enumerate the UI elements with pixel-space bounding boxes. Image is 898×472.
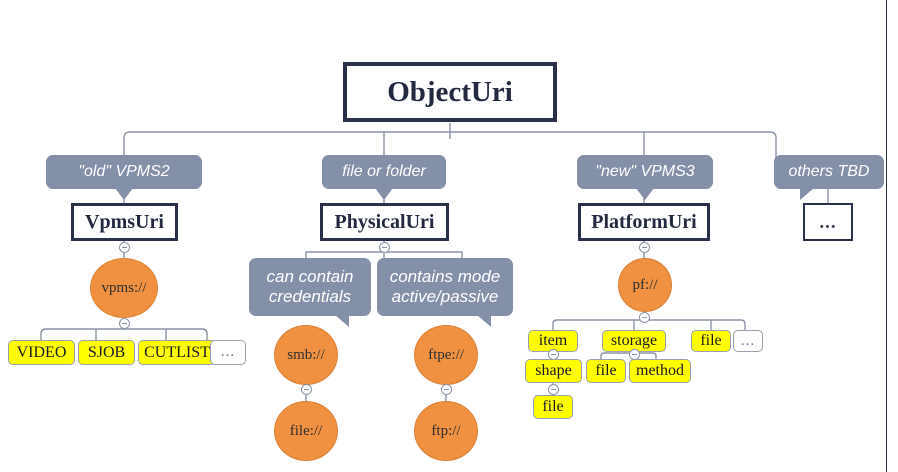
node-pf-scheme[interactable]: pf:// <box>618 258 672 312</box>
node-vpms-scheme-label: vpms:// <box>101 279 147 296</box>
leaf-method-label: method <box>636 362 684 379</box>
collapse-toggle-ftpe[interactable] <box>441 384 452 395</box>
node-ftpe-scheme[interactable]: ftpe:// <box>414 325 478 385</box>
node-ftpe-scheme-label: ftpe:// <box>428 346 464 363</box>
callout-tail-icon <box>115 188 133 200</box>
callout-tail-icon <box>636 188 654 200</box>
callout-file-or-folder[interactable]: file or folder <box>322 155 446 200</box>
node-object-uri[interactable]: ObjectUri <box>343 62 557 122</box>
leaf-cutlist[interactable]: CUTLIST <box>138 340 216 365</box>
node-physical-uri-label: PhysicalUri <box>334 211 435 233</box>
node-file-scheme-label: file:// <box>289 422 323 439</box>
node-vpms-scheme[interactable]: vpms:// <box>90 258 158 318</box>
leaf-file-pf-label: file <box>700 332 722 349</box>
callout-tail-icon <box>335 315 349 327</box>
node-platform-uri[interactable]: PlatformUri <box>578 203 710 241</box>
callout-tail-icon <box>375 188 393 200</box>
node-ftp-scheme[interactable]: ftp:// <box>414 401 478 461</box>
callout-mode-line2: active/passive <box>391 287 499 306</box>
collapse-toggle-platform-uri[interactable] <box>639 242 650 253</box>
node-others-placeholder[interactable]: ... <box>803 203 853 241</box>
leaf-vpms-more-label: ... <box>220 344 236 360</box>
leaf-sjob[interactable]: SJOB <box>78 340 135 365</box>
leaf-sjob-label: SJOB <box>87 343 126 361</box>
collapse-toggle-smb[interactable] <box>301 384 312 395</box>
node-file-scheme[interactable]: file:// <box>274 401 338 461</box>
collapse-toggle-vpms-uri[interactable] <box>119 242 130 253</box>
callout-old-vpms2[interactable]: "old" VPMS2 <box>46 155 202 200</box>
node-ftp-scheme-label: ftp:// <box>431 422 461 439</box>
leaf-pf-more[interactable]: ... <box>733 330 763 352</box>
node-others-placeholder-label: ... <box>819 211 837 233</box>
node-physical-uri[interactable]: PhysicalUri <box>320 203 449 241</box>
callout-new-vpms3-label: "new" VPMS3 <box>595 162 695 180</box>
node-smb-scheme-label: smb:// <box>287 346 325 363</box>
leaf-cutlist-label: CUTLIST <box>144 343 210 361</box>
callout-new-vpms3[interactable]: "new" VPMS3 <box>577 155 713 200</box>
callout-old-vpms2-label: "old" VPMS2 <box>78 162 170 180</box>
slide-right-edge <box>886 0 887 472</box>
leaf-video[interactable]: VIDEO <box>8 340 75 365</box>
callout-others-tbd-label: others TBD <box>788 162 870 180</box>
collapse-toggle-shape[interactable] <box>548 384 559 395</box>
leaf-shape-label: shape <box>535 362 572 379</box>
leaf-storage[interactable]: storage <box>602 330 666 352</box>
node-smb-scheme[interactable]: smb:// <box>274 325 338 385</box>
callout-contains-mode[interactable]: contains mode active/passive <box>377 258 513 327</box>
leaf-storage-label: storage <box>610 332 658 349</box>
collapse-toggle-physical-uri[interactable] <box>379 242 390 253</box>
callout-file-or-folder-label: file or folder <box>342 162 426 180</box>
node-object-uri-label: ObjectUri <box>387 75 513 108</box>
node-platform-uri-label: PlatformUri <box>591 211 697 233</box>
callout-mode-line1: contains mode <box>389 266 501 286</box>
callout-credentials-line2: credentials <box>268 287 352 306</box>
callout-can-contain-credentials[interactable]: can contain credentials <box>249 258 371 327</box>
leaf-item-label: item <box>538 332 568 349</box>
leaf-video-label: VIDEO <box>16 343 67 361</box>
callout-credentials-line1: can contain <box>266 266 354 286</box>
callout-others-tbd[interactable]: others TBD <box>774 155 884 200</box>
leaf-method[interactable]: method <box>629 359 691 383</box>
leaf-file-shape[interactable]: file <box>533 395 573 419</box>
collapse-toggle-vpms-scheme[interactable] <box>119 318 130 329</box>
callout-tail-icon <box>800 188 814 200</box>
callout-tail-icon <box>477 315 491 327</box>
leaf-shape[interactable]: shape <box>525 359 582 383</box>
node-vpms-uri-label: VpmsUri <box>85 211 164 233</box>
leaf-file-pf[interactable]: file <box>691 330 731 352</box>
node-pf-scheme-label: pf:// <box>632 276 658 293</box>
leaf-file-storage[interactable]: file <box>586 359 626 383</box>
leaf-file-shape-label: file <box>542 398 564 415</box>
collapse-toggle-pf[interactable] <box>639 312 650 323</box>
leaf-file-storage-label: file <box>595 362 617 379</box>
leaf-pf-more-label: ... <box>740 332 756 349</box>
leaf-vpms-more[interactable]: ... <box>210 340 246 365</box>
node-vpms-uri[interactable]: VpmsUri <box>71 203 178 241</box>
